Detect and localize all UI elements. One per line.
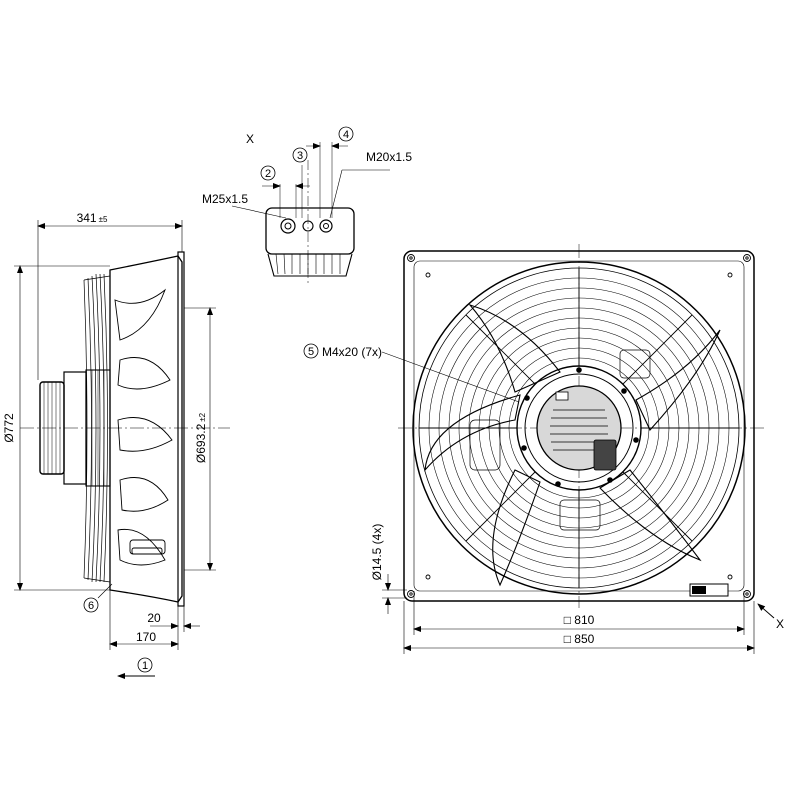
side-view bbox=[20, 251, 230, 607]
callout-4: 4 bbox=[338, 126, 354, 142]
front-hub bbox=[516, 365, 642, 491]
hub-screws bbox=[521, 367, 639, 487]
thread-m25-label: M25x1.5 bbox=[202, 192, 248, 206]
svg-text:4: 4 bbox=[343, 129, 349, 141]
gland-m20 bbox=[319, 219, 333, 233]
callout-3: 3 bbox=[292, 147, 308, 163]
inlet-ring bbox=[412, 261, 746, 595]
capacitor bbox=[593, 439, 617, 471]
dim-square-outer: □ 850 bbox=[564, 632, 595, 646]
view-x-title: X bbox=[246, 132, 254, 146]
impeller-blades bbox=[424, 303, 721, 587]
callout-1: 1 bbox=[137, 657, 153, 673]
front-dimensions bbox=[382, 574, 775, 654]
side-dimensions bbox=[14, 220, 216, 679]
thread-m4-label: M4x20 (7x) bbox=[322, 345, 382, 359]
dim-depth-label: 341±5 bbox=[77, 211, 108, 225]
side-mounting-plate bbox=[177, 251, 185, 607]
dim-square-inner: □ 810 bbox=[564, 613, 595, 627]
view-x-arrow-label: X bbox=[776, 617, 784, 631]
dim-mount-hole: Ø14.5 (4x) bbox=[370, 524, 384, 581]
side-blades bbox=[114, 288, 173, 566]
terminal-box bbox=[265, 207, 355, 255]
svg-text:6: 6 bbox=[88, 600, 94, 612]
svg-text:3: 3 bbox=[297, 150, 303, 162]
callout-2: 2 bbox=[260, 165, 276, 181]
dim-outer-diameter: Ø772 bbox=[2, 413, 16, 443]
svg-text:5: 5 bbox=[308, 346, 314, 358]
gland-m25 bbox=[280, 218, 296, 234]
front-view bbox=[381, 244, 764, 608]
thread-m20-label: M20x1.5 bbox=[366, 150, 412, 164]
side-housing bbox=[109, 255, 183, 603]
callout-5: 5 bbox=[303, 343, 319, 359]
side-labels: 341±5 Ø772 Ø693.2±2 20 170 bbox=[2, 211, 208, 644]
svg-text:1: 1 bbox=[142, 660, 148, 672]
guard-spokes bbox=[419, 268, 739, 588]
dim-flange-thickness: 20 bbox=[147, 611, 161, 625]
dim-flange-depth: 170 bbox=[136, 630, 156, 644]
callout-6: 6 bbox=[83, 597, 99, 613]
dim-inner-diameter: Ø693.2±2 bbox=[194, 412, 208, 463]
corner-holes bbox=[407, 254, 751, 598]
terminal-box-detail bbox=[231, 142, 390, 285]
svg-text:2: 2 bbox=[265, 168, 271, 180]
